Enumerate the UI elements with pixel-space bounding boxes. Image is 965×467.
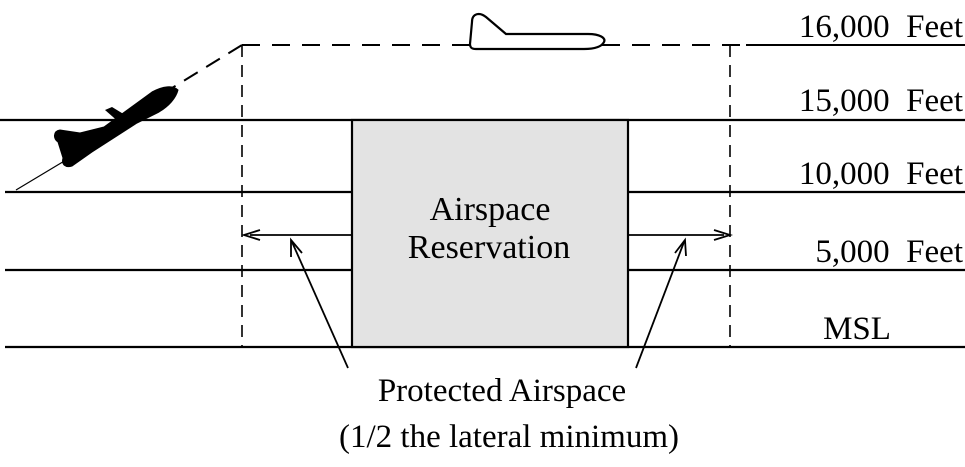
altitude-label-15000: 15,000 Feet xyxy=(799,83,963,119)
reservation-label-line2: Reservation xyxy=(408,229,570,266)
caption-line1: Protected Airspace xyxy=(378,373,626,409)
airspace-reservation-box xyxy=(350,118,630,349)
altitude-label-5000: 5,000 Feet xyxy=(815,234,963,270)
reservation-label-line1: Airspace xyxy=(430,191,551,228)
climbing-aircraft-icon xyxy=(54,86,179,168)
altitude-label-16000: 16,000 Feet xyxy=(799,9,963,45)
left-pointer-arrowhead xyxy=(290,237,303,257)
right-pointer-arrow xyxy=(635,241,685,369)
left-pointer-arrow xyxy=(291,241,349,369)
climb-path-upper-dashed xyxy=(171,44,243,89)
cruising-aircraft-icon xyxy=(468,12,606,51)
right-lateral-arrowhead xyxy=(713,229,734,241)
lateral-arrows xyxy=(240,229,734,241)
climb-path-lower xyxy=(15,159,67,191)
right-pointer-arrowhead xyxy=(674,237,687,257)
altitude-label-10000: 10,000 Feet xyxy=(799,156,963,192)
left-lateral-arrowhead xyxy=(240,229,261,241)
caption-line2: (1/2 the lateral minimum) xyxy=(339,419,679,455)
altitude-label-msl: MSL xyxy=(823,311,891,347)
caption-pointers xyxy=(290,237,687,369)
